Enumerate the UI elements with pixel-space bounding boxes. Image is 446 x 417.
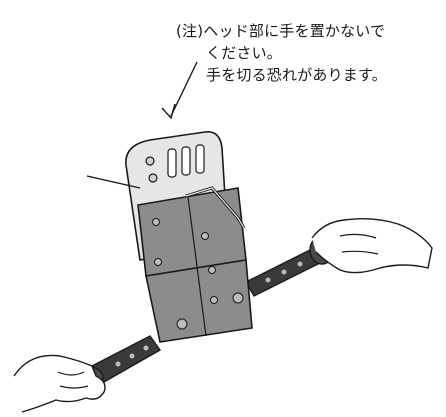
head-slot: [181, 146, 191, 176]
body-rivet: [154, 258, 162, 266]
handle-hole: [281, 269, 287, 275]
caution-line-1: (注)ヘッド部に手を置かないで: [176, 22, 386, 40]
head-screw: [148, 173, 158, 183]
wire: [86, 175, 141, 189]
handle-hole: [265, 277, 271, 283]
left-hand: [13, 354, 106, 413]
caution-line-2: ください。: [206, 44, 283, 62]
left-hand-finger: [59, 385, 89, 389]
body-rivet: [232, 292, 244, 304]
handle-hole: [297, 261, 303, 267]
body-rivet: [176, 318, 188, 330]
body-rivet: [208, 266, 216, 274]
head-screw: [145, 156, 155, 166]
pointer-arrowhead: [161, 103, 176, 120]
handle-hole: [129, 353, 135, 359]
pointer-line: [170, 61, 198, 117]
body-rivet: [152, 218, 160, 226]
right-hand: [311, 217, 433, 274]
handle-hole: [115, 361, 121, 367]
caution-line-3: 手を切る恐れがあります。: [206, 66, 387, 84]
body-seam: [187, 196, 207, 337]
head-slot: [167, 148, 177, 178]
body-rivet: [201, 232, 209, 240]
right-hand-finger: [339, 233, 377, 239]
head-slot: [195, 144, 205, 174]
hex-wrench: [185, 187, 245, 229]
body-rivet: [210, 296, 218, 304]
caution-note: (注)ヘッド部に手を置かないで ください。 手を切る恐れがあります。: [176, 20, 387, 86]
right-hand-finger: [341, 250, 379, 255]
body-lower-block: [145, 259, 253, 343]
handle-hole: [143, 345, 149, 351]
left-hand-finger: [57, 371, 85, 376]
